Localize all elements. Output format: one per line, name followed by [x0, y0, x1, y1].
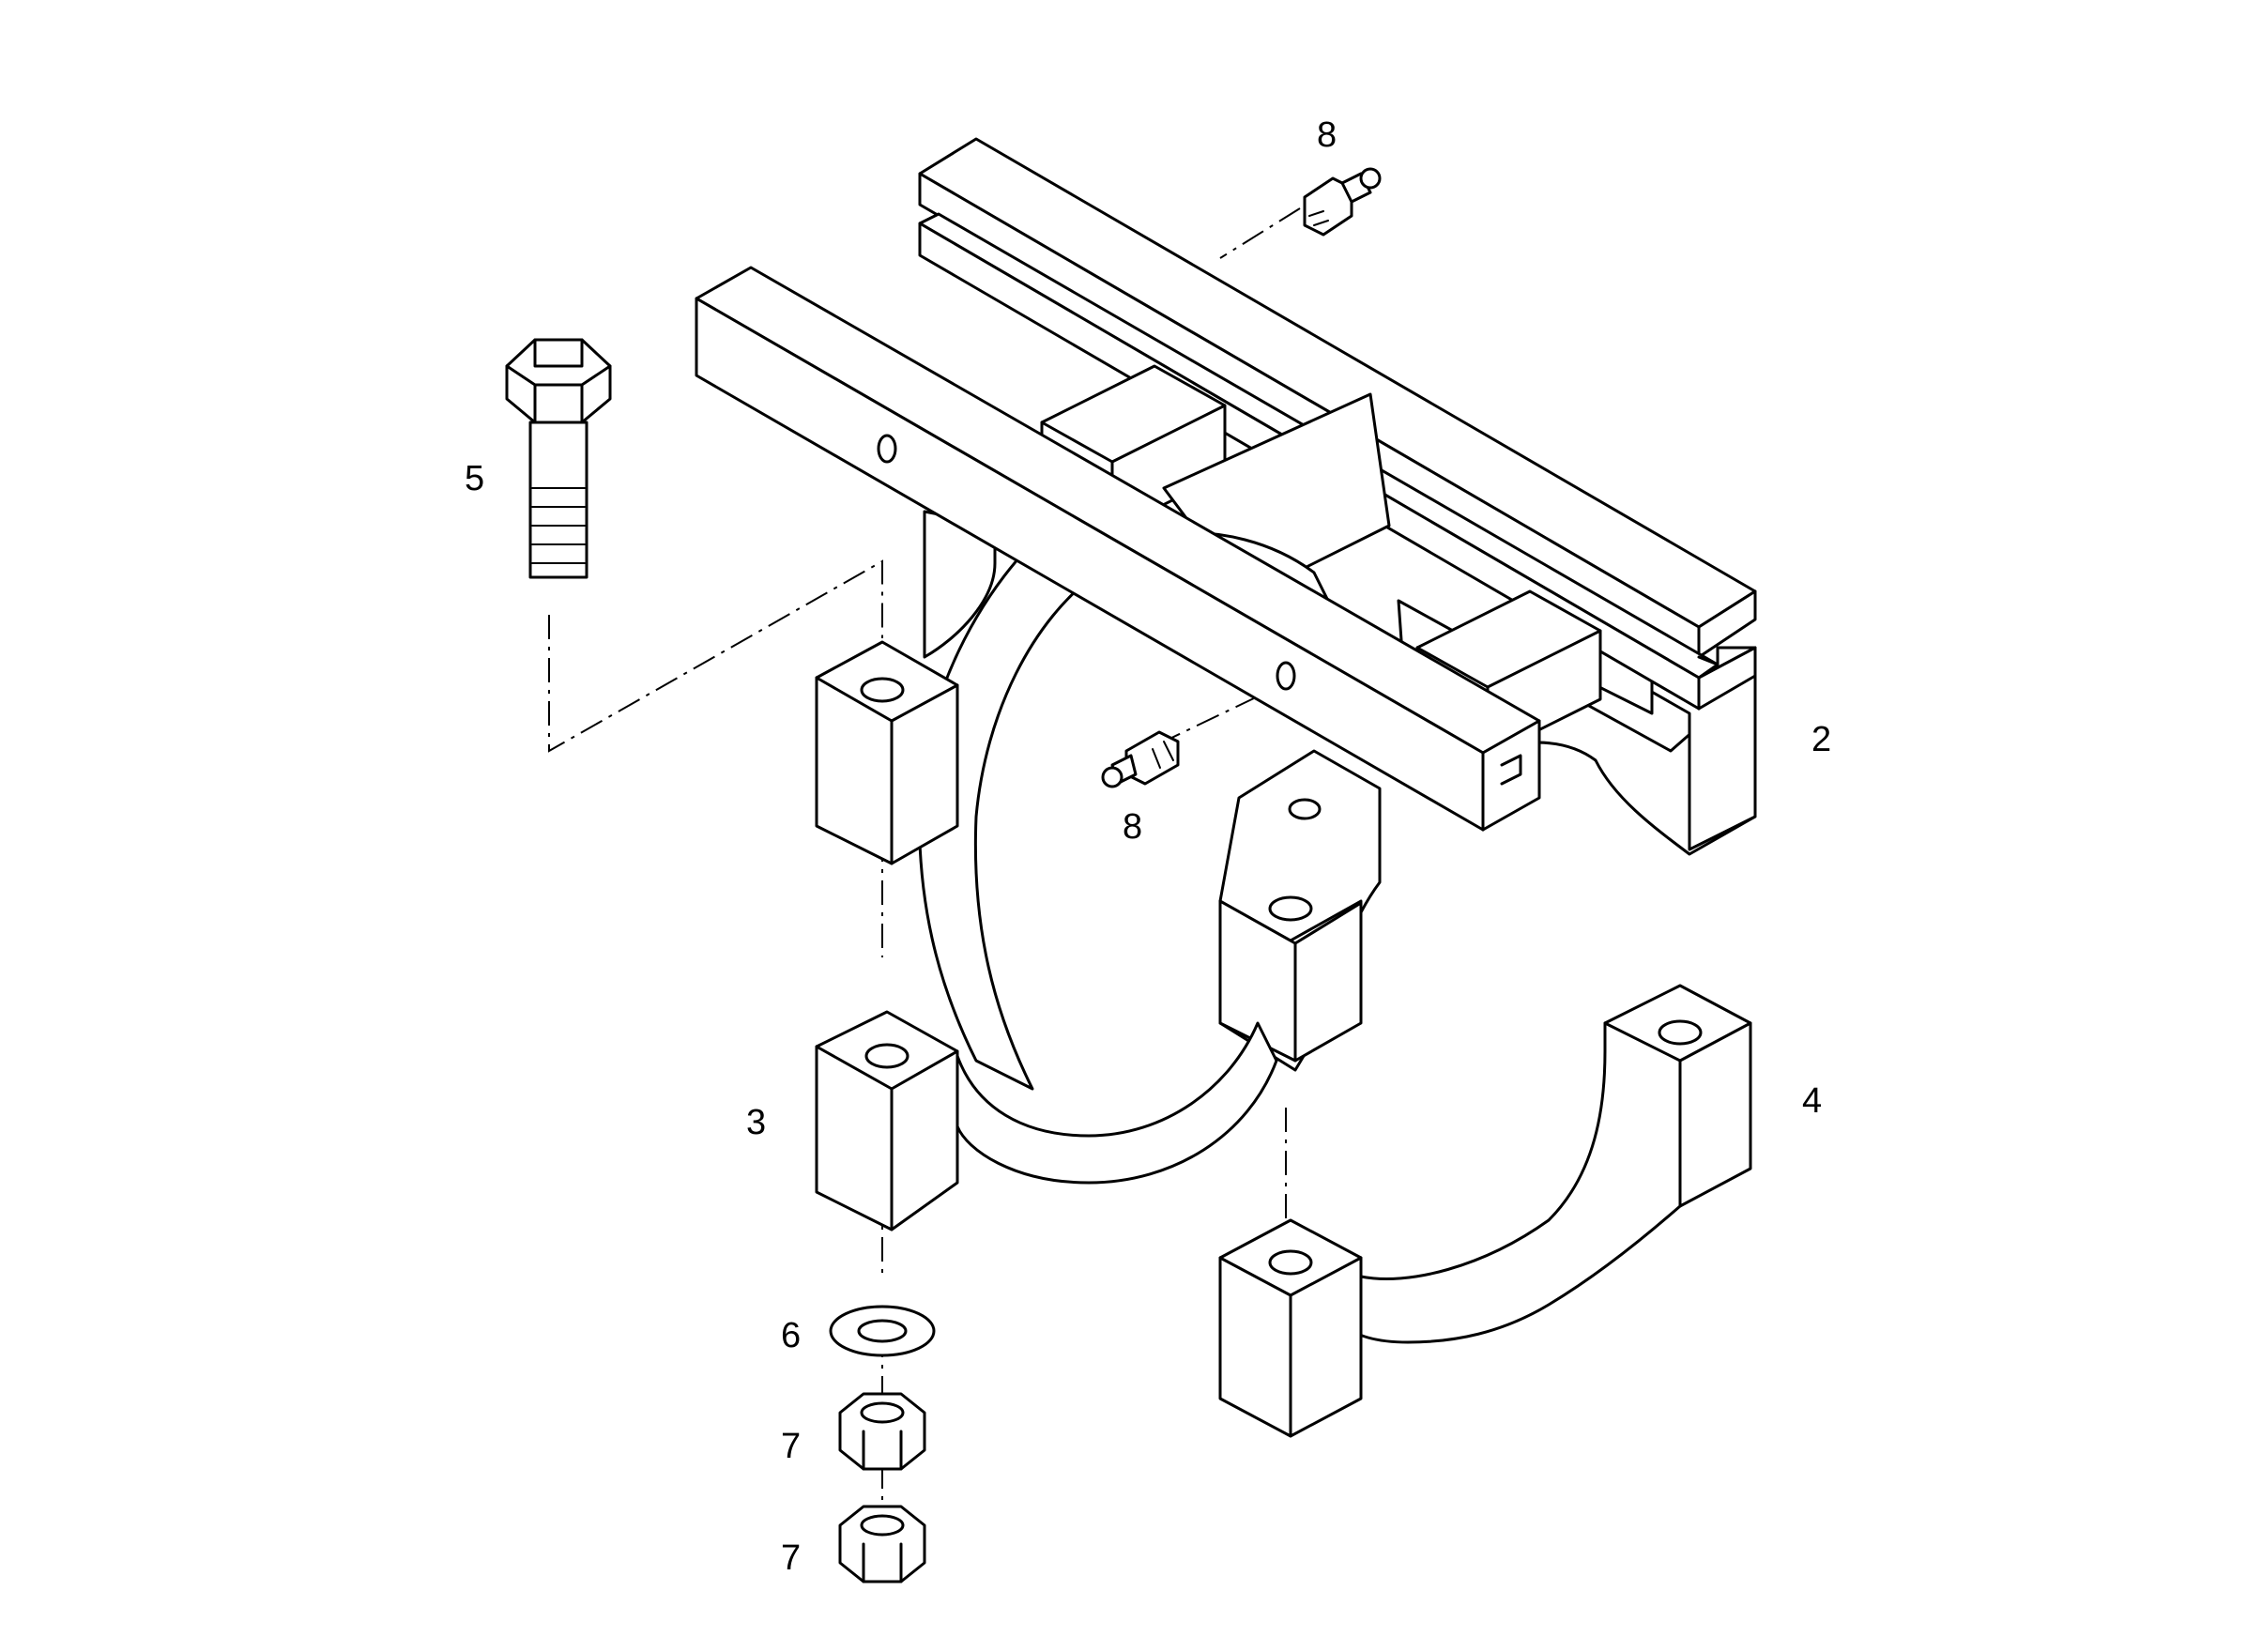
callout-5: 5 [465, 459, 484, 498]
bar-lube-hole [877, 434, 897, 464]
callout-7-upper: 7 [781, 1427, 801, 1466]
bolt-hole [1268, 1249, 1313, 1276]
hex-nut-upper [838, 1392, 926, 1471]
callout-2: 2 [1811, 720, 1831, 759]
lower-cap-front [815, 1010, 1278, 1231]
bolt-hole [1658, 1019, 1703, 1046]
bolt-hole [864, 1043, 909, 1069]
grease-nipple-bottom [1101, 730, 1180, 788]
callout-7-lower: 7 [781, 1538, 801, 1578]
flat-washer [829, 1305, 936, 1357]
callout-4: 4 [1802, 1081, 1822, 1121]
hex-nut-lower [838, 1505, 926, 1583]
bar-lube-hole-2 [1276, 661, 1296, 691]
callout-8-top: 8 [1317, 115, 1337, 155]
bolt-hole [1288, 798, 1322, 820]
lower-cap-rear [1218, 984, 1752, 1438]
hex-bolt [505, 338, 612, 579]
front-long-bar [695, 266, 1541, 832]
callout-3: 3 [746, 1103, 766, 1142]
front-saddle-upper [815, 510, 997, 865]
bolt-hole [860, 677, 905, 703]
bolt-hole [1268, 895, 1313, 922]
front-saddle-upper-right [1218, 749, 1382, 1072]
grease-nipple-top [1303, 167, 1382, 237]
callout-8-bottom: 8 [1123, 807, 1142, 847]
callout-6: 6 [781, 1316, 801, 1355]
